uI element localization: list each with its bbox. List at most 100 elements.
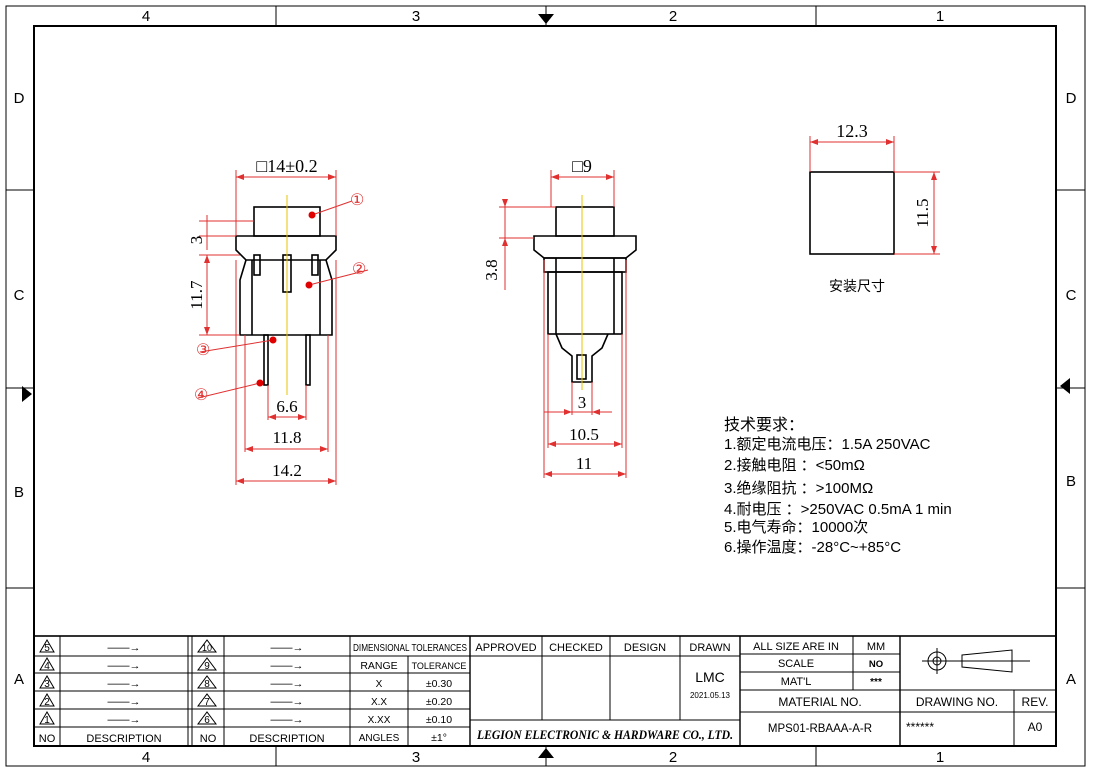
tol-range-x: X: [376, 679, 383, 690]
callout-3: ③: [196, 342, 210, 359]
center-arrow-top: [538, 14, 554, 24]
tol-value-xxx: ±0.10: [426, 714, 452, 726]
rev-arrow-r5: ——→: [271, 714, 304, 726]
company-name: LEGION ELECTRONIC & HARDWARE CO., LTD.: [476, 727, 733, 742]
title-block: 5 4 3 2 1 10 9 8 7 6 ——→ ——→ ——→ ——→ ——→…: [33, 635, 1057, 747]
tech-line-1: 1.额定电流电压：1.5A 250VAC: [724, 436, 931, 453]
no-label-left: NO: [39, 733, 56, 745]
tolerances-header: DIMENSIONAL TOLERANCES: [353, 642, 467, 654]
tol-range-angles: ANGLES: [359, 733, 400, 744]
rev-arrow-r3: ——→: [271, 678, 304, 690]
front-dim-6-6: 6.6: [276, 397, 297, 416]
side-dim-11: 11: [576, 454, 592, 473]
side-dim-3: 3: [578, 393, 587, 412]
tech-heading: 技术要求：: [724, 416, 804, 434]
scale-value: NO: [869, 659, 883, 670]
tol-range-xxx: X.XX: [368, 715, 391, 726]
rev-left-5: 5: [44, 643, 50, 654]
col-label-4-top: 4: [142, 8, 150, 25]
tech-requirements: 技术要求： 1.额定电流电压：1.5A 250VAC 2.接触电阻 ：<50mΩ…: [724, 416, 952, 556]
rev-right-8: 8: [204, 679, 210, 690]
callout-4: ④: [194, 387, 208, 404]
col-label-1-bottom: 1: [936, 749, 944, 766]
rev-arrow-r1: ——→: [271, 642, 304, 654]
row-label-B-right: B: [1066, 473, 1076, 490]
side-view: □9 3.8 3 10.5 11: [482, 156, 637, 478]
rev-right-6: 6: [204, 715, 210, 726]
center-arrow-right: [1060, 378, 1070, 394]
drawn-label: DRAWN: [689, 642, 730, 654]
row-label-C-right: C: [1066, 287, 1077, 304]
center-arrow-bottom: [538, 748, 554, 758]
matl-label: MAT'L: [781, 676, 812, 688]
rev-arrow-l4: ——→: [108, 696, 141, 708]
tol-value-xx: ±0.20: [426, 696, 452, 708]
rev-arrow-r4: ——→: [271, 696, 304, 708]
tech-line-4: 4.耐电压 ：>250VAC 0.5mA 1 min: [724, 501, 952, 518]
row-label-C-left: C: [14, 287, 25, 304]
callout-1: ①: [350, 192, 364, 209]
row-label-D-right: D: [1066, 90, 1077, 107]
zone-ticks: [6, 6, 1085, 766]
rev-right-10: 10: [202, 643, 212, 653]
tech-line-5: 5.电气寿命：10000次: [724, 518, 868, 536]
rev-label: REV.: [1022, 695, 1049, 709]
checked-label: CHECKED: [549, 642, 603, 654]
no-label-right: NO: [200, 733, 217, 745]
drawn-by: LMC: [695, 669, 725, 685]
front-view: □14±0.2 3 11.7 6.6 11.8 14.2 ① ② ③ ④: [187, 156, 369, 485]
tolerance-label: TOLERANCE: [412, 661, 467, 671]
description-label-left: DESCRIPTION: [86, 733, 161, 745]
scale-label: SCALE: [778, 658, 814, 670]
rev-arrow-l1: ——→: [108, 642, 141, 654]
row-label-A-right: A: [1066, 671, 1076, 688]
rev-arrow-r2: ——→: [271, 660, 304, 672]
row-label-B-left: B: [14, 484, 24, 501]
rev-left-1: 1: [44, 715, 50, 726]
rev-right-9: 9: [204, 661, 210, 672]
all-size-label: ALL SIZE ARE IN: [753, 641, 839, 653]
cutout-height: 11.5: [913, 198, 932, 227]
drawing-no-value: ******: [906, 720, 934, 734]
cutout-width: 12.3: [836, 121, 868, 141]
tech-line-6: 6.操作温度：-28°C~+85°C: [724, 539, 901, 556]
material-no-label: MATERIAL NO.: [778, 695, 861, 709]
rev-arrow-l5: ——→: [108, 714, 141, 726]
col-label-1-top: 1: [936, 8, 944, 25]
matl-value: ***: [870, 677, 882, 688]
design-label: DESIGN: [624, 642, 666, 654]
col-label-4-bottom: 4: [142, 749, 150, 766]
outer-frame: [5, 5, 1086, 767]
range-label: RANGE: [360, 660, 397, 672]
front-dim-14-2: 14.2: [272, 461, 302, 480]
side-dim-3-8: 3.8: [482, 259, 501, 280]
rev-left-2: 2: [44, 697, 50, 708]
projection-symbol-icon: [922, 648, 1030, 674]
rev-right-7: 7: [204, 697, 210, 708]
approved-label: APPROVED: [475, 642, 536, 654]
tech-line-2: 2.接触电阻 ：<50mΩ: [724, 457, 865, 474]
row-label-D-left: D: [14, 90, 25, 107]
tol-value-angles: ±1°: [431, 732, 447, 744]
drawing-no-label: DRAWING NO.: [916, 695, 998, 709]
center-arrow-left: [22, 386, 32, 402]
rev-left-4: 4: [44, 661, 50, 672]
all-size-value: MM: [867, 641, 885, 653]
front-top-dim: □14±0.2: [256, 156, 317, 176]
col-label-3-top: 3: [412, 8, 420, 25]
description-label-right: DESCRIPTION: [249, 733, 324, 745]
col-label-2-bottom: 2: [669, 749, 677, 766]
row-label-A-left: A: [14, 671, 24, 688]
side-dim-10-5: 10.5: [569, 425, 599, 444]
side-top-dim: □9: [572, 156, 592, 176]
material-no-value: MPS01-RBAAA-A-R: [768, 723, 872, 735]
tol-range-xx: X.X: [371, 697, 387, 708]
rev-left-3: 3: [44, 679, 50, 690]
tech-line-3: 3.绝缘阻抗 ：>100MΩ: [724, 480, 873, 497]
rev-arrow-l3: ——→: [108, 678, 141, 690]
front-dim-11-7: 11.7: [187, 280, 206, 310]
cutout-view: 12.3 11.5 安装尺寸: [809, 121, 940, 294]
inner-frame: [33, 25, 1057, 747]
cutout-caption: 安装尺寸: [829, 278, 885, 294]
